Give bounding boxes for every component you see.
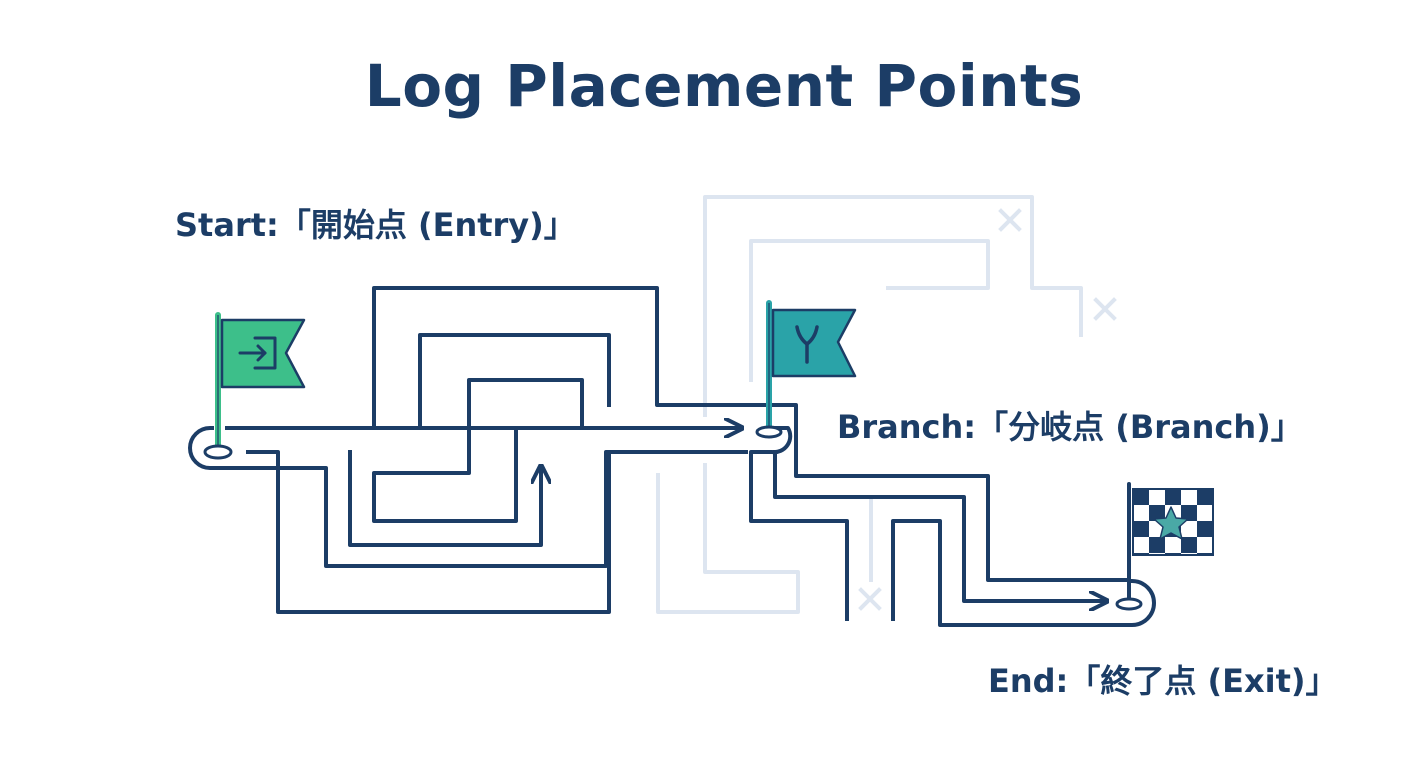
faded-dead-end-paths	[656, 195, 1117, 614]
middle-spiral-path	[418, 333, 611, 430]
entry-icon	[238, 336, 277, 370]
bottom-loop-path	[246, 450, 611, 614]
start-loop	[188, 426, 748, 568]
branch-loop	[749, 426, 849, 621]
outer-spiral-path	[372, 286, 1127, 582]
end-loop	[891, 519, 1156, 627]
diagram-title: Log Placement Points	[364, 52, 1084, 120]
branch-flag	[755, 300, 857, 439]
route-to-branch	[225, 378, 740, 523]
branch-fork-icon	[795, 325, 819, 364]
route-to-end	[773, 450, 1105, 601]
star-icon	[1153, 506, 1189, 540]
inner-up-path	[348, 450, 541, 547]
maze-paths	[188, 286, 1156, 627]
end-point-label: End:「終了点 (Exit)」	[988, 662, 1338, 700]
end-flag	[1115, 482, 1214, 611]
start-point-label: Start:「開始点 (Entry)」	[175, 206, 576, 244]
start-flag	[203, 312, 306, 460]
branch-point-label: Branch:「分岐点 (Branch)」	[837, 408, 1303, 446]
